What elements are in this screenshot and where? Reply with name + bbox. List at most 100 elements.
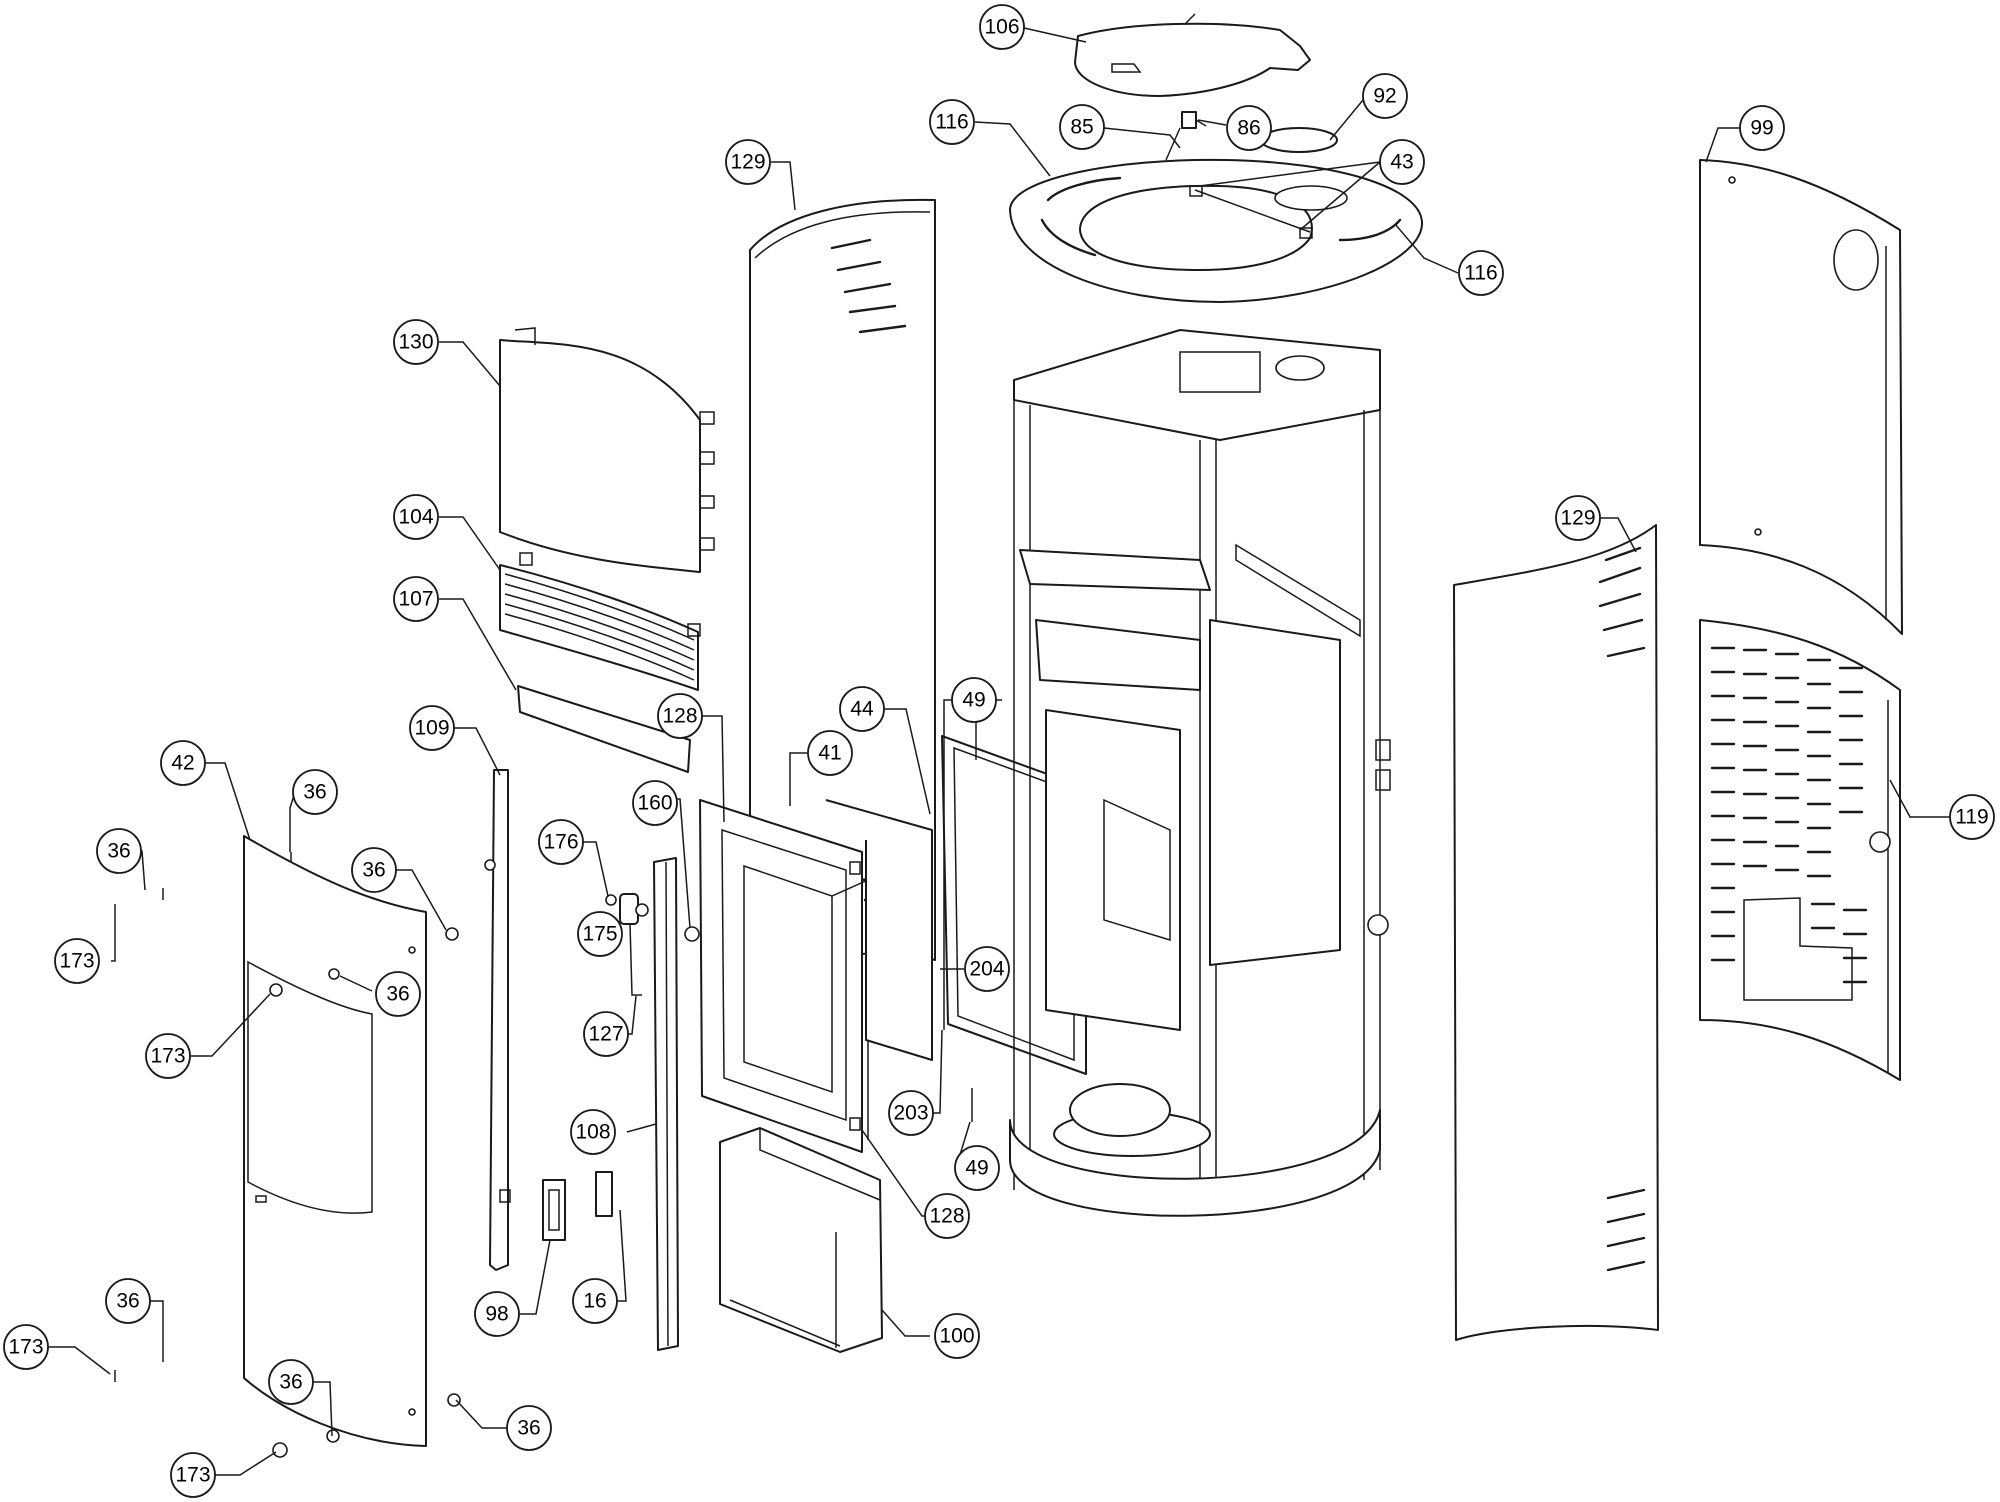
callout-49-top: 49 [951, 677, 997, 723]
svg-text:104: 104 [398, 506, 433, 529]
part-small-block [595, 1171, 613, 1217]
part-upper-back-panel [1699, 159, 1903, 635]
callout-128-top: 128 [657, 693, 703, 739]
part-deflector [517, 685, 691, 773]
svg-text:36: 36 [386, 983, 409, 1006]
svg-text:85: 85 [1070, 116, 1093, 139]
callout-36-c: 36 [96, 828, 142, 874]
svg-text:130: 130 [398, 331, 433, 354]
part-small-washer [684, 926, 700, 942]
part-upper-front-panel [499, 327, 715, 573]
callout-108: 108 [570, 1109, 616, 1155]
part-latch [542, 1179, 566, 1241]
svg-text:129: 129 [730, 151, 765, 174]
svg-text:44: 44 [850, 698, 874, 721]
part-perforated-back-panel [1699, 619, 1901, 1081]
svg-text:49: 49 [965, 1157, 988, 1180]
callout-107: 107 [393, 576, 439, 622]
callout-99: 99 [1739, 105, 1785, 151]
svg-text:173: 173 [150, 1045, 185, 1068]
callout-173-d: 173 [170, 1452, 216, 1498]
callout-44: 44 [839, 686, 885, 732]
part-grille [499, 552, 701, 691]
callout-49-bottom: 49 [954, 1145, 1000, 1191]
callout-176: 176 [538, 819, 584, 865]
svg-text:119: 119 [1955, 806, 1988, 829]
callout-130: 130 [393, 319, 439, 365]
callout-16: 16 [572, 1278, 618, 1324]
part-top-lid [1074, 13, 1311, 97]
callout-41: 41 [807, 730, 853, 776]
svg-text:98: 98 [485, 1303, 508, 1326]
svg-text:173: 173 [175, 1464, 210, 1487]
svg-text:41: 41 [818, 742, 841, 765]
part-door-glass [825, 799, 933, 1061]
callout-36-f: 36 [268, 1359, 314, 1405]
svg-text:128: 128 [662, 705, 697, 728]
fasteners-left [114, 852, 461, 1458]
svg-text:36: 36 [362, 859, 385, 882]
callout-109: 109 [409, 705, 455, 751]
callout-36-d: 36 [375, 971, 421, 1017]
svg-text:86: 86 [1237, 117, 1260, 140]
svg-text:43: 43 [1390, 151, 1413, 174]
svg-text:42: 42 [171, 752, 194, 775]
callout-36-b: 36 [351, 847, 397, 893]
svg-text:92: 92 [1373, 85, 1396, 108]
svg-text:204: 204 [969, 958, 1004, 981]
part-vertical-profile [653, 857, 679, 1351]
svg-text:36: 36 [116, 1290, 139, 1313]
part-ash-box [719, 1127, 883, 1353]
callout-85: 85 [1059, 104, 1105, 150]
callout-86: 86 [1226, 105, 1272, 151]
callout-160: 160 [632, 780, 678, 826]
svg-text:175: 175 [582, 923, 617, 946]
callout-173-c: 173 [3, 1324, 49, 1370]
svg-text:128: 128 [929, 1205, 964, 1228]
callout-92: 92 [1362, 73, 1408, 119]
callout-175: 175 [577, 911, 623, 957]
svg-text:203: 203 [893, 1102, 928, 1125]
svg-text:36: 36 [303, 781, 326, 804]
callout-129-left: 129 [725, 139, 771, 185]
svg-text:36: 36 [517, 1417, 540, 1440]
callout-173-a: 173 [54, 938, 100, 984]
svg-text:116: 116 [1464, 262, 1497, 285]
callout-116-top: 116 [929, 99, 975, 145]
svg-text:173: 173 [59, 950, 94, 973]
svg-text:36: 36 [279, 1371, 302, 1394]
callout-100: 100 [934, 1313, 980, 1359]
svg-text:127: 127 [588, 1023, 623, 1046]
svg-text:116: 116 [935, 111, 968, 134]
callout-173-b: 173 [145, 1033, 191, 1079]
part-door-handle [605, 893, 649, 996]
svg-text:16: 16 [583, 1290, 606, 1313]
part-front-panel [243, 835, 427, 1447]
part-sensor-clip [1165, 111, 1207, 161]
svg-text:107: 107 [398, 588, 433, 611]
callout-127: 127 [583, 1011, 629, 1057]
callout-36-a: 36 [292, 769, 338, 815]
part-stove-body [1009, 329, 1391, 1217]
svg-text:36: 36 [107, 840, 130, 863]
callout-36-e: 36 [105, 1278, 151, 1324]
svg-text:108: 108 [575, 1121, 610, 1144]
callout-43: 43 [1379, 139, 1425, 185]
part-rear-panel-right [1453, 524, 1659, 1341]
callout-203: 203 [888, 1090, 934, 1136]
svg-text:100: 100 [939, 1325, 974, 1348]
svg-text:99: 99 [1750, 117, 1773, 140]
svg-text:173: 173 [8, 1336, 43, 1359]
callout-128-bottom: 128 [924, 1193, 970, 1239]
svg-text:106: 106 [984, 16, 1019, 39]
callout-119: 119 [1949, 794, 1995, 840]
callout-42: 42 [160, 740, 206, 786]
svg-text:49: 49 [962, 689, 985, 712]
callout-36-g: 36 [506, 1405, 552, 1451]
part-top-ring [1009, 158, 1424, 303]
callout-204: 204 [964, 946, 1010, 992]
part-door-frame [699, 799, 869, 1153]
svg-text:176: 176 [543, 831, 578, 854]
